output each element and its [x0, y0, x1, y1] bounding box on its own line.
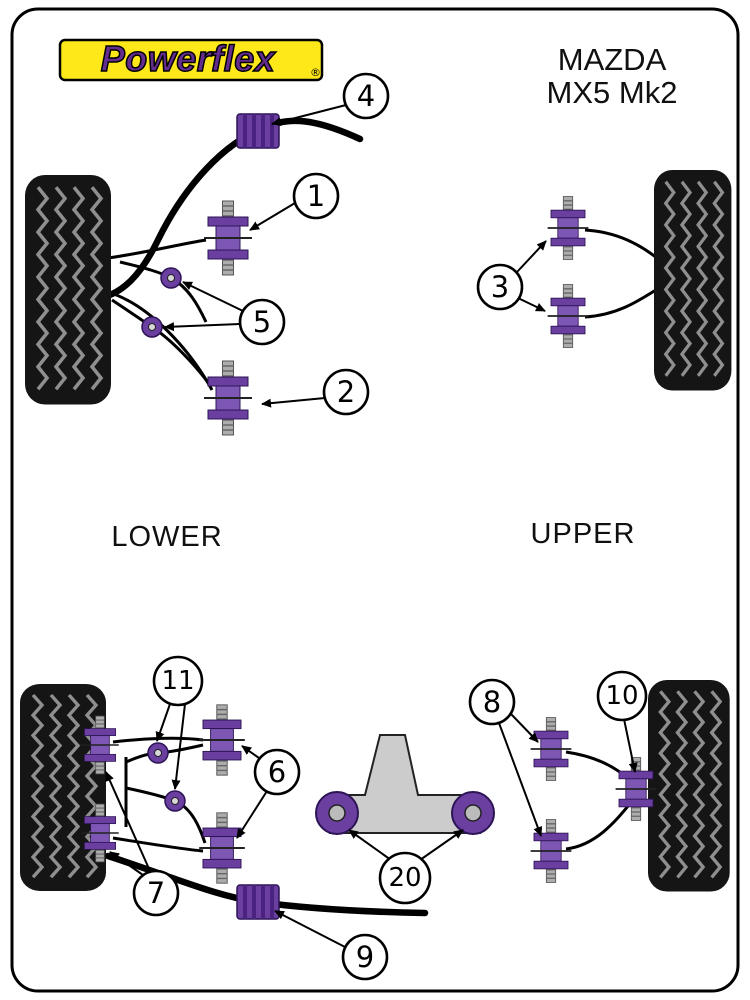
vehicle-make: MAZDA [558, 42, 667, 77]
lower-arm-diagram: 4 1 5 2 [25, 72, 390, 436]
anti-roll-bar [100, 117, 364, 301]
diff-mount-bushing-right-center [464, 804, 482, 822]
callout-4-arrow [271, 104, 347, 127]
tire-rear-right [648, 680, 730, 892]
callout-1: 1 [292, 172, 340, 220]
callout-4-label: 4 [357, 79, 375, 113]
callout-3-arrow [516, 240, 547, 273]
registered-mark-icon: ® [310, 66, 321, 79]
callout-6-arrow [236, 790, 268, 839]
tire-front-right [654, 170, 731, 391]
callout-3: 3 [476, 263, 524, 311]
callout-1-label: 1 [307, 179, 325, 213]
tire-front-left [25, 175, 111, 405]
callout-8: 8 [468, 678, 516, 726]
callout-20-arrow [348, 829, 392, 861]
brand-name: Powerflex [101, 38, 277, 79]
suspension-arm [584, 286, 660, 319]
small-link-bushing [141, 316, 163, 338]
callout-6-arrow [241, 745, 260, 759]
callout-10: 10 [596, 670, 648, 722]
callout-20-arrow [419, 829, 464, 861]
callout-11-arrow [171, 703, 186, 790]
anti-roll-bar-bushing-rear [235, 883, 281, 921]
callout-8-label: 8 [483, 685, 501, 719]
diff-mount-diagram: 20 [315, 734, 495, 905]
front-upper-bushing-rear [546, 283, 590, 349]
small-link-bushing [164, 790, 186, 812]
diff-mount-bushing-left-center [328, 804, 346, 822]
callout-10-arrow [623, 718, 638, 773]
callout-1-arrow [249, 202, 296, 231]
rear-lower-diagram: 11 6 7 9 [20, 655, 429, 981]
vehicle-model: MX5 Mk2 [547, 75, 678, 110]
upper-section-label: UPPER [531, 518, 636, 550]
callout-5-arrow [164, 322, 241, 332]
suspension-arm [584, 228, 658, 260]
callout-5: 5 [238, 298, 286, 346]
callout-7-arrow [105, 771, 151, 872]
front-lower-bushing-front [203, 200, 253, 276]
callout-7-arrow [109, 851, 144, 876]
callout-2-arrow [261, 397, 326, 408]
callout-9: 9 [341, 933, 389, 981]
suspension-arm [111, 298, 212, 386]
callout-4: 4 [342, 72, 390, 120]
callout-2: 2 [322, 368, 370, 416]
suspension-arm [112, 836, 204, 853]
callout-11: 11 [152, 655, 204, 707]
upper-arm-diagram: 3 [476, 170, 731, 391]
rear-upper-bushing-rear [529, 818, 573, 884]
vehicle-title: MAZDA MX5 Mk2 [547, 42, 678, 110]
callout-3-label: 3 [491, 270, 509, 304]
callout-6-label: 6 [268, 755, 286, 789]
lower-section-label: LOWER [111, 521, 222, 553]
powerflex-logo: Powerflex ® [58, 37, 324, 82]
front-upper-bushing-front [546, 195, 590, 261]
rear-inner-bushing-lower [198, 811, 246, 885]
callout-6: 6 [253, 748, 301, 796]
callout-9-arrow [274, 910, 346, 948]
callout-7-label: 7 [147, 876, 165, 910]
small-link-bushing [160, 267, 182, 289]
tire-rear-left [20, 684, 106, 891]
anti-roll-bar-bushing-front [235, 112, 281, 150]
callout-5-arrow [182, 281, 244, 312]
callout-9-label: 9 [356, 940, 374, 974]
rear-inner-bushing-upper [198, 703, 246, 777]
suspension-arm [565, 799, 635, 851]
callout-8-arrow [498, 722, 543, 837]
callout-3-arrow [517, 297, 546, 312]
callout-8-arrow [510, 713, 539, 743]
callout-20-label: 20 [388, 863, 421, 893]
small-link-bushing [147, 742, 169, 764]
callout-11-label: 11 [161, 666, 194, 696]
callout-5-label: 5 [253, 305, 271, 339]
callout-2-label: 2 [337, 375, 355, 409]
callout-10-label: 10 [605, 681, 638, 711]
rear-upper-diagram: 8 10 [468, 670, 730, 892]
callout-20: 20 [378, 851, 432, 905]
callout-7: 7 [132, 869, 180, 917]
front-lower-bushing-rear [203, 360, 253, 436]
rear-upper-bushing-front [529, 716, 573, 782]
logo-background [58, 38, 324, 82]
callout-11-arrow [155, 703, 171, 742]
suspension-arm [107, 238, 207, 260]
page-border [10, 7, 740, 993]
